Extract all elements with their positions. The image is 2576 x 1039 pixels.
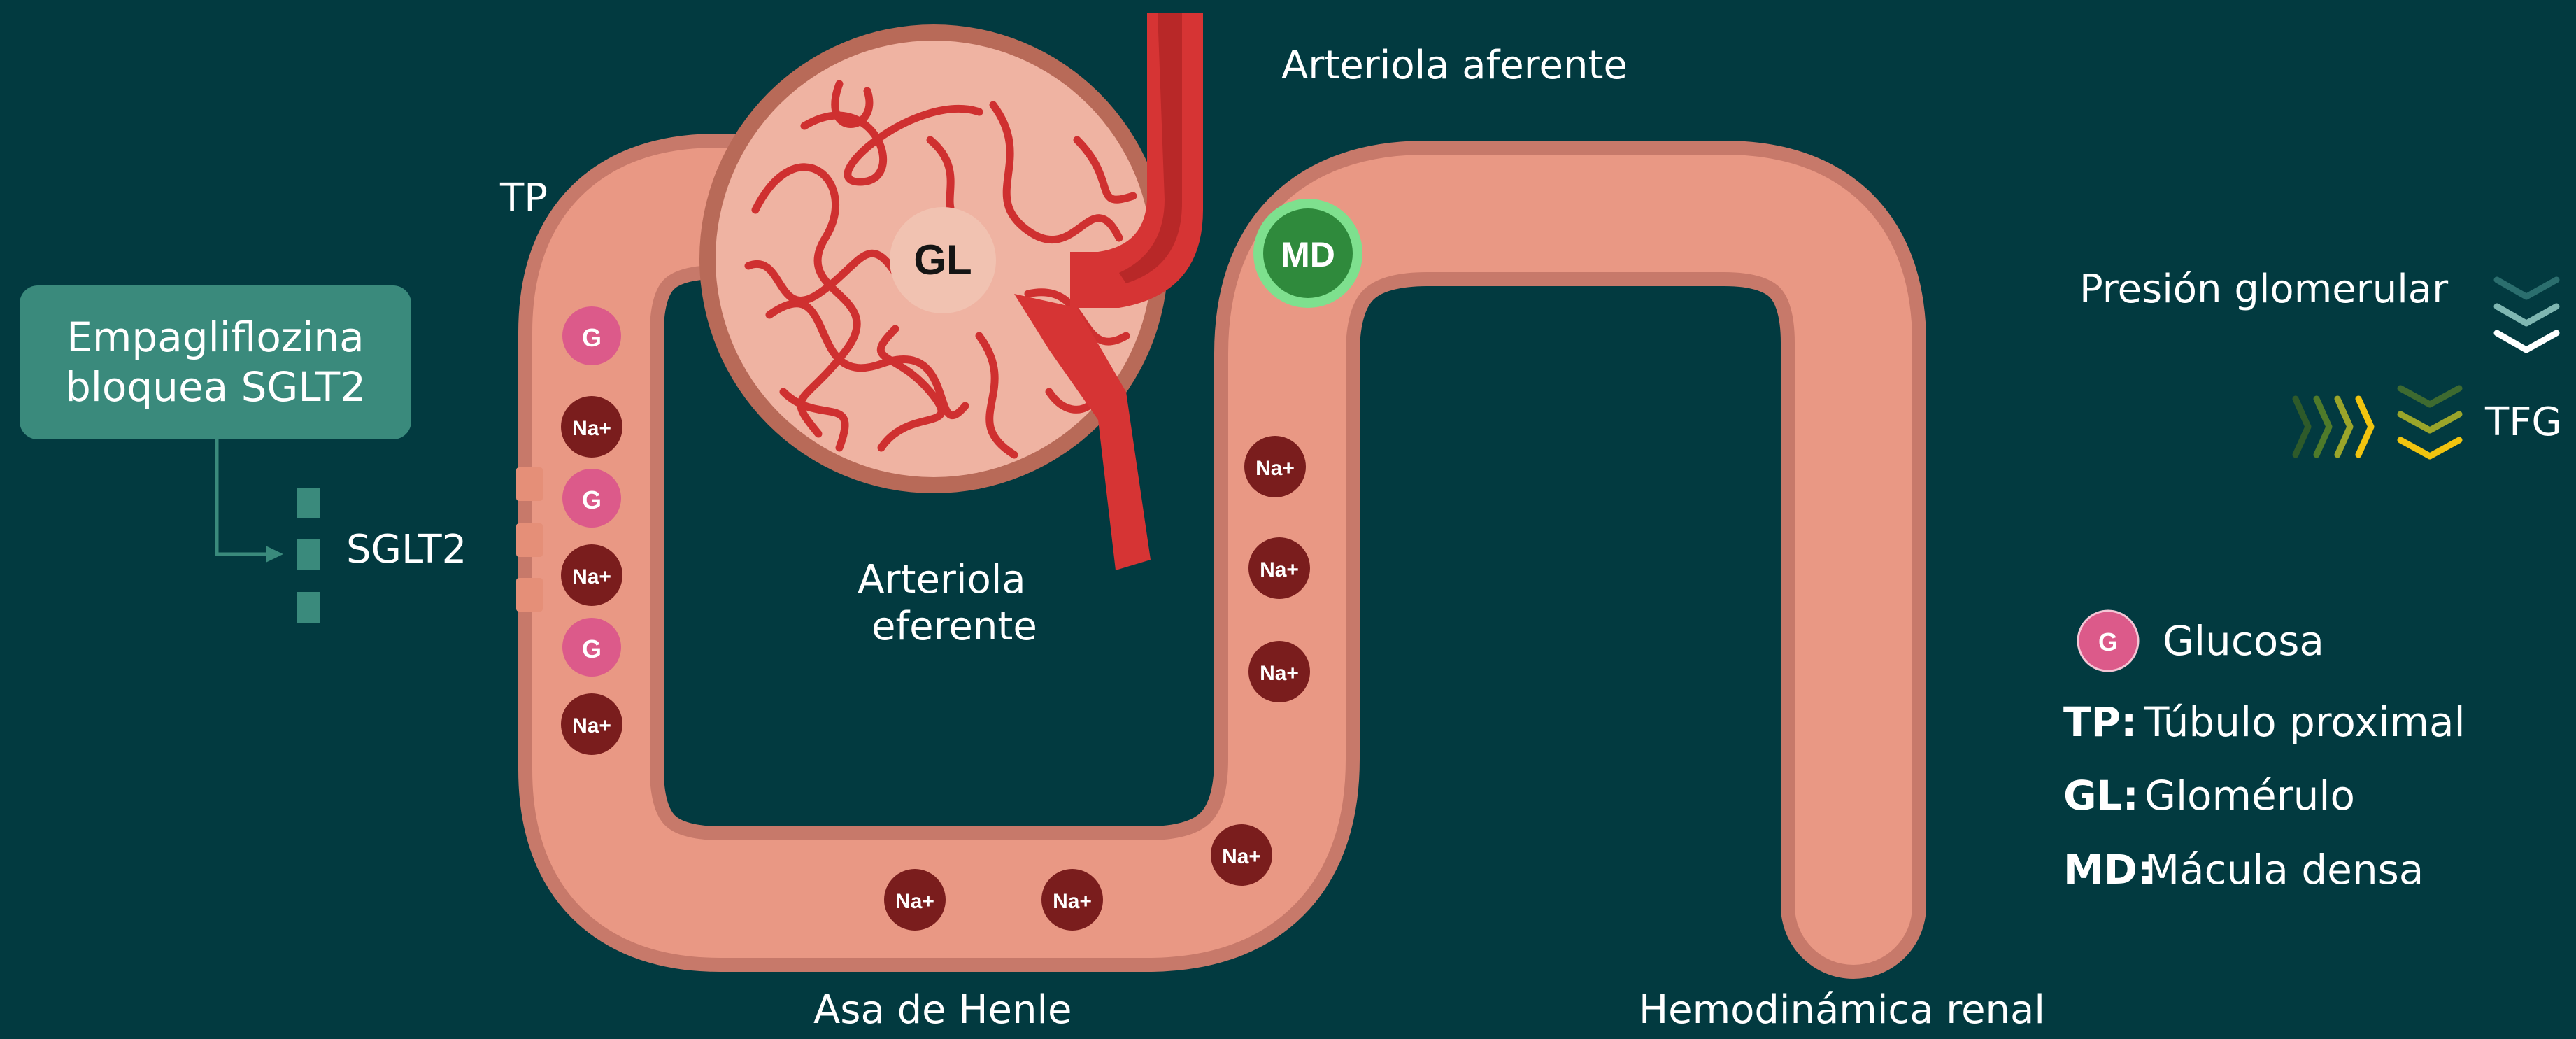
chevron-down-icon xyxy=(2497,280,2556,350)
sodium-ion: Na+ xyxy=(1041,869,1103,931)
svg-text:Na+: Na+ xyxy=(1222,845,1261,868)
sglt2-label: SGLT2 xyxy=(346,526,467,573)
svg-text:Na+: Na+ xyxy=(895,890,934,913)
glucose-ion: G xyxy=(562,306,621,365)
sodium-ion: Na+ xyxy=(1248,641,1310,702)
legend-md-key: MD: xyxy=(2063,846,2144,893)
svg-text:G: G xyxy=(582,486,602,514)
legend-tp: TP:Túbulo proximal xyxy=(2063,698,2465,746)
callout-line2: bloquea SGLT2 xyxy=(65,362,366,412)
hemodinamica-label: Hemodinámica renal xyxy=(1639,987,2045,1033)
legend-tp-value: Túbulo proximal xyxy=(2144,698,2465,746)
chevron-down-icon xyxy=(2400,388,2459,456)
callout-line1: Empagliflozina xyxy=(66,313,364,362)
svg-text:Na+: Na+ xyxy=(572,565,611,588)
svg-text:G: G xyxy=(582,323,602,352)
arteriola-eferente-line2: eferente xyxy=(846,603,1037,650)
empagliflozina-callout: Empagliflozina bloquea SGLT2 xyxy=(20,285,411,439)
arteriola-eferente-line1: Arteriola xyxy=(846,556,1037,603)
legend-md-value: Mácula densa xyxy=(2144,846,2424,893)
svg-text:Na+: Na+ xyxy=(1053,890,1092,913)
sodium-ion: Na+ xyxy=(1211,824,1272,886)
presion-glomerular-label: Presión glomerular xyxy=(2079,266,2448,313)
glucose-ion: G xyxy=(562,469,621,528)
legend-glucosa: Glucosa xyxy=(2163,617,2324,665)
svg-text:Na+: Na+ xyxy=(572,714,611,737)
tubule-transporters xyxy=(516,467,543,612)
legend-glucose-icon: G xyxy=(2078,611,2138,671)
arteriola-aferente-label: Arteriola aferente xyxy=(1281,42,1628,89)
sodium-ion: Na+ xyxy=(1244,436,1306,497)
callout-connector xyxy=(217,439,283,563)
legend-tp-key: TP: xyxy=(2063,698,2144,746)
sodium-ion: Na+ xyxy=(561,544,622,606)
legend-gl-value: Glomérulo xyxy=(2144,772,2355,819)
svg-text:G: G xyxy=(2098,628,2118,656)
legend-gl: GL:Glomérulo xyxy=(2063,772,2355,819)
svg-text:Na+: Na+ xyxy=(1255,457,1295,480)
sodium-ion: Na+ xyxy=(561,396,622,458)
svg-text:Na+: Na+ xyxy=(572,417,611,440)
glucose-ion: G xyxy=(562,618,621,677)
arteriola-eferente-label: Arteriola eferente xyxy=(846,556,1037,650)
asa-henle-label: Asa de Henle xyxy=(813,987,1072,1033)
gl-label: GL xyxy=(913,236,972,283)
legend-md: MD:Mácula densa xyxy=(2063,846,2424,893)
svg-text:Na+: Na+ xyxy=(1260,662,1299,685)
svg-text:G: G xyxy=(582,635,602,663)
sodium-ion: Na+ xyxy=(1248,537,1310,599)
sglt2-blocked-bars xyxy=(297,488,320,623)
chevron-right-icon xyxy=(2296,399,2371,455)
tfg-label: TFG xyxy=(2485,399,2562,446)
legend-gl-key: GL: xyxy=(2063,772,2144,819)
macula-densa: MD xyxy=(1253,199,1362,308)
legend-glucosa-text: Glucosa xyxy=(2163,617,2324,665)
sodium-ion: Na+ xyxy=(884,869,946,931)
tp-label: TP xyxy=(500,175,548,222)
sodium-ion: Na+ xyxy=(561,693,622,755)
svg-text:Na+: Na+ xyxy=(1260,558,1299,581)
md-label: MD xyxy=(1281,235,1335,274)
